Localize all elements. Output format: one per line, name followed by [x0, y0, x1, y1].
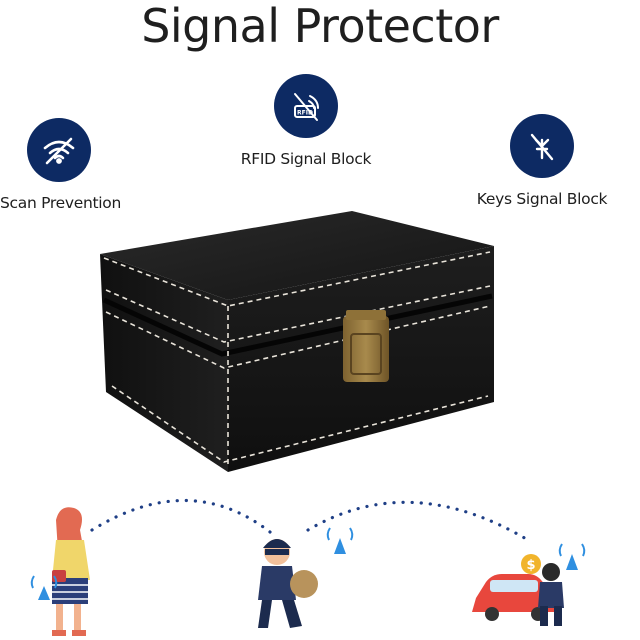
thief-at-car-figure: [538, 563, 564, 626]
box-lid-top: [100, 211, 494, 300]
svg-text:RFID: RFID: [297, 110, 313, 117]
thief-figure: [258, 539, 318, 628]
woman-figure: [52, 507, 90, 636]
feature-keys-signal-block: Keys Signal Block: [468, 114, 616, 208]
feature-rfid-signal-block: RFID RFID Signal Block: [238, 74, 374, 168]
signal-icon: [326, 527, 354, 554]
page-title: Signal Protector: [141, 0, 499, 53]
rfid-blocked-icon: RFID: [274, 74, 338, 138]
dollar-symbol: $: [526, 558, 535, 573]
signal-icon: [30, 575, 58, 600]
signal-icon: [558, 543, 586, 570]
antenna-blocked-icon: [510, 114, 574, 178]
feature-label: Keys Signal Block: [476, 190, 608, 208]
signal-path: [90, 498, 530, 542]
box-stitching: [103, 251, 491, 464]
wifi-blocked-icon: [27, 118, 91, 182]
dollar-badge: $: [521, 554, 541, 574]
box-clasp: [343, 310, 389, 382]
feature-label: Scan Prevention: [0, 194, 121, 212]
box-left-side: [100, 254, 228, 472]
feature-label: RFID Signal Block: [240, 150, 372, 168]
feature-scan-prevention: Scan Prevention: [0, 118, 121, 212]
